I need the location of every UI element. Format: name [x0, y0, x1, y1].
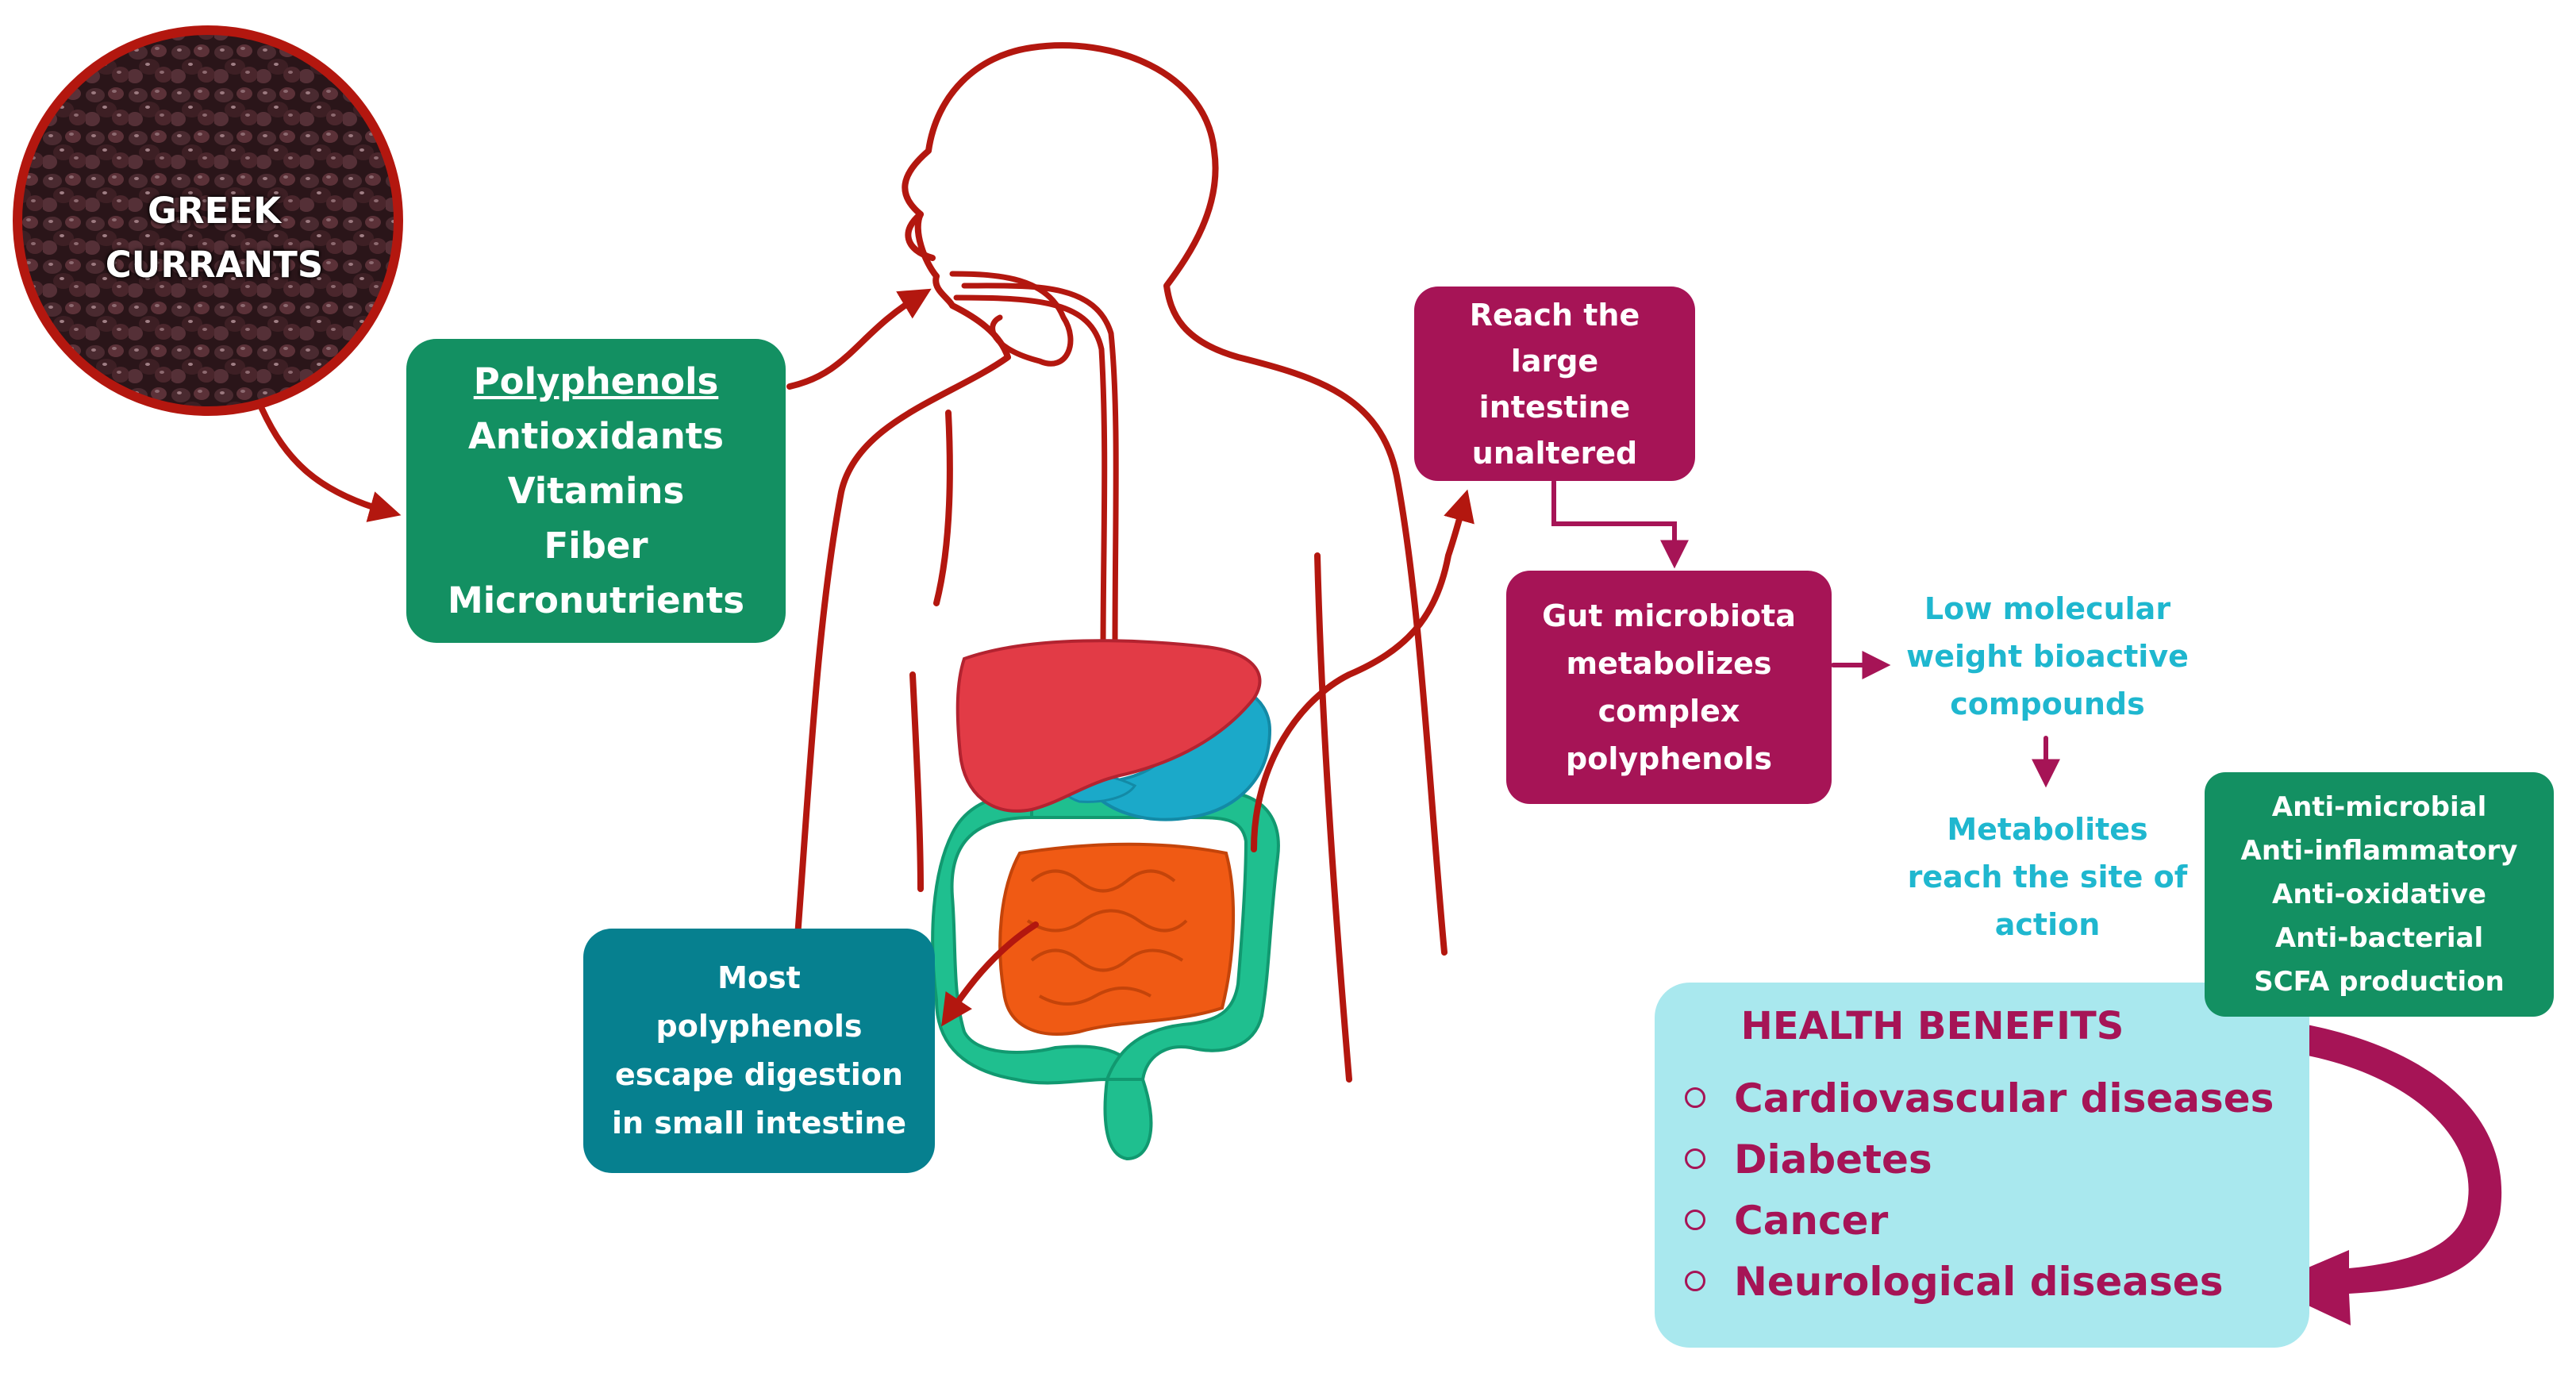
escape-box-line: Most: [717, 954, 801, 1002]
metabolites-text-line: reach the site of: [1873, 853, 2222, 901]
microbiota-box-line: complex: [1598, 687, 1740, 735]
nutrient-item: Vitamins: [508, 463, 684, 518]
metabolites-text-line: Metabolites: [1873, 806, 2222, 853]
escape-box-line: polyphenols: [656, 1002, 863, 1051]
health-benefit-item: Cardiovascular diseases: [1685, 1068, 2274, 1129]
activity-item: Anti-oxidative: [2272, 873, 2486, 917]
microbiota-box-line: polyphenols: [1566, 735, 1772, 783]
nutrients-heading: Polyphenols: [474, 354, 719, 409]
currants-label-line: GREEK: [148, 190, 281, 232]
currants-label: GREEK CURRANTS: [83, 184, 345, 292]
microbiota-box-line: metabolizes: [1566, 640, 1771, 687]
metabolites-text-line: action: [1873, 901, 2222, 948]
activity-item: Anti-inflammatory: [2241, 829, 2518, 873]
health-benefit-item: Cancer: [1685, 1190, 2274, 1252]
large-intestine-box: Reach the large intestine unaltered: [1414, 287, 1695, 481]
lmw-text-line: Low molecular: [1861, 585, 2234, 633]
microbiota-box-line: Gut microbiota: [1542, 592, 1796, 640]
activity-item: SCFA production: [2254, 960, 2505, 1004]
health-benefits-title: HEALTH BENEFITS: [1655, 998, 2210, 1054]
health-benefit-item: Neurological diseases: [1685, 1252, 2274, 1313]
nutrients-box: Polyphenols Antioxidants Vitamins Fiber …: [406, 339, 786, 643]
health-benefits-list: Cardiovascular diseases Diabetes Cancer …: [1685, 1068, 2274, 1313]
health-benefit-label: Neurological diseases: [1734, 1259, 2223, 1305]
large-intestine-box-line: Reach the: [1470, 292, 1640, 338]
nutrient-item: Antioxidants: [468, 409, 724, 463]
lmw-text-line: compounds: [1861, 680, 2234, 728]
large-intestine-box-line: intestine: [1479, 384, 1631, 430]
health-benefit-label: Cardiovascular diseases: [1734, 1075, 2274, 1121]
bullet-circle-icon: [1685, 1210, 1705, 1230]
arrow-currants-to-nutrients: [262, 409, 389, 512]
activity-item: Anti-microbial: [2272, 786, 2487, 829]
escape-digestion-box: Most polyphenols escape digestion in sma…: [583, 929, 935, 1173]
activities-box: Anti-microbial Anti-inflammatory Anti-ox…: [2205, 772, 2554, 1017]
health-benefit-item: Diabetes: [1685, 1129, 2274, 1190]
nutrient-item: Micronutrients: [448, 573, 744, 628]
bullet-circle-icon: [1685, 1087, 1705, 1108]
activity-item: Anti-bacterial: [2275, 917, 2483, 960]
large-intestine-box-line: large: [1511, 338, 1598, 384]
small-intestine: [1000, 844, 1233, 1034]
low-molecular-weight-text: Low molecular weight bioactive compounds: [1861, 585, 2234, 728]
arrow-nutrients-to-mouth: [790, 295, 921, 387]
lmw-text-line: weight bioactive: [1861, 633, 2234, 680]
esophagus: [952, 274, 1116, 651]
nutrient-item: Fiber: [544, 518, 648, 573]
bullet-circle-icon: [1685, 1148, 1705, 1169]
escape-box-line: in small intestine: [612, 1099, 906, 1148]
health-benefit-label: Diabetes: [1734, 1137, 1932, 1183]
currants-label-line: CURRANTS: [106, 244, 323, 286]
bullet-circle-icon: [1685, 1271, 1705, 1291]
health-benefit-label: Cancer: [1734, 1198, 1888, 1244]
escape-box-line: escape digestion: [615, 1051, 903, 1099]
health-benefits-panel: HEALTH BENEFITS Cardiovascular diseases …: [1655, 983, 2309, 1348]
gut-microbiota-box: Gut microbiota metabolizes complex polyp…: [1506, 571, 1832, 804]
large-intestine-box-line: unaltered: [1472, 430, 1637, 476]
arrow-large-intestine-to-microbiota: [1554, 482, 1674, 557]
metabolites-text: Metabolites reach the site of action: [1873, 806, 2222, 948]
